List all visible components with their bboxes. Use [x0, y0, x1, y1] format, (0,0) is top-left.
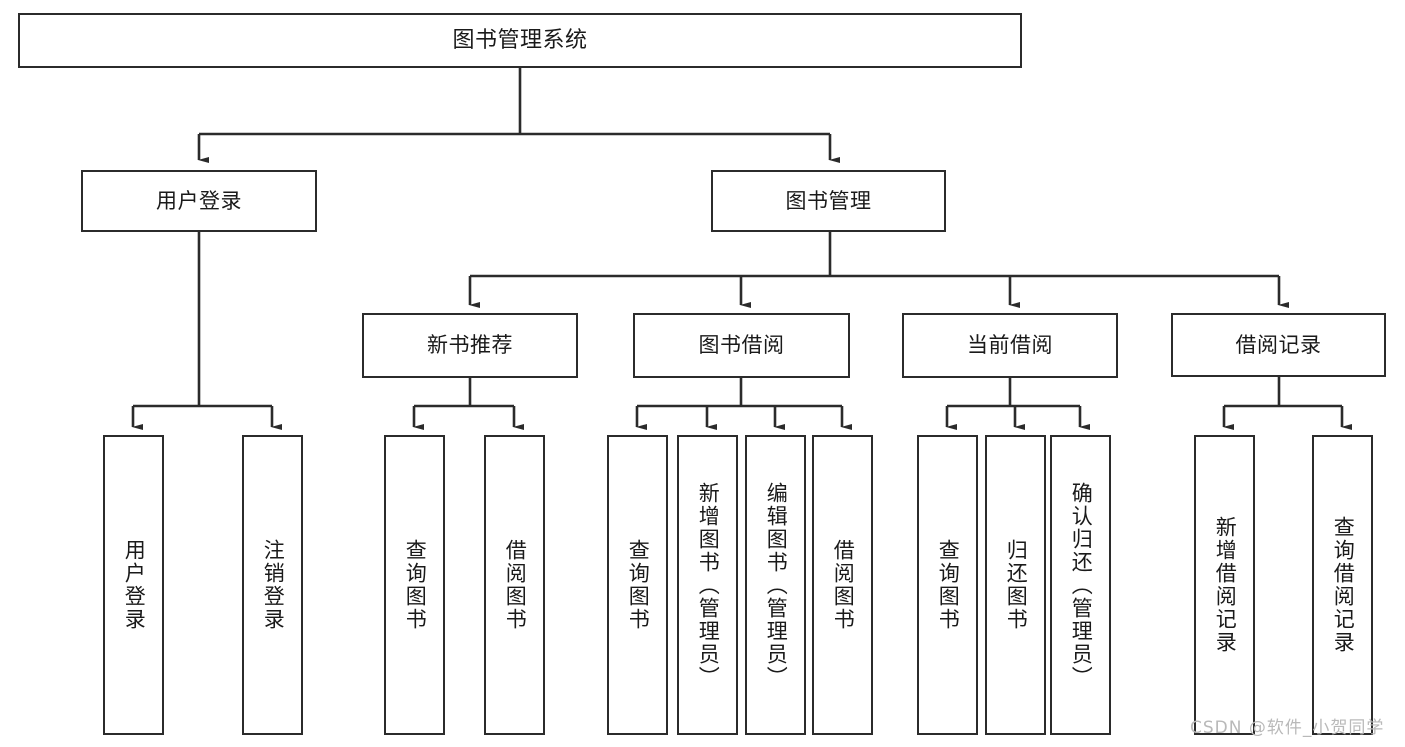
leaf-recommend-borrow-book[interactable]: 借阅图书 — [484, 435, 545, 735]
node-label: 编辑图书（管理员） — [764, 481, 789, 689]
leaf-record-add-borrow-record[interactable]: 新增借阅记录 — [1194, 435, 1255, 735]
node-label: 查询图书 — [936, 539, 961, 631]
leaf-borrow-add-book-admin[interactable]: 新增图书（管理员） — [677, 435, 738, 735]
node-label: 新增借阅记录 — [1213, 516, 1238, 654]
node-label: 图书管理系统 — [452, 27, 588, 53]
node-label: 用户登录 — [156, 188, 242, 213]
node-label: 图书管理 — [785, 188, 872, 213]
node-book-management[interactable]: 图书管理 — [711, 170, 946, 232]
node-label: 查询图书 — [626, 539, 651, 631]
node-label: 新书推荐 — [427, 333, 513, 358]
watermark: CSDN @软件_小贺同学 — [1190, 718, 1385, 738]
node-label: 查询图书 — [403, 539, 428, 631]
leaf-recommend-query-book[interactable]: 查询图书 — [384, 435, 445, 735]
leaf-current-query-book[interactable]: 查询图书 — [917, 435, 978, 735]
node-label: 新增图书（管理员） — [696, 481, 721, 689]
node-label: 查询借阅记录 — [1331, 516, 1356, 654]
node-borrow-record[interactable]: 借阅记录 — [1171, 313, 1386, 377]
leaf-user-login[interactable]: 用户登录 — [103, 435, 164, 735]
node-label: 归还图书 — [1004, 539, 1029, 631]
node-root-system[interactable]: 图书管理系统 — [18, 13, 1022, 68]
node-label: 借阅图书 — [831, 539, 856, 631]
leaf-record-query-borrow-record[interactable]: 查询借阅记录 — [1312, 435, 1373, 735]
node-label: 图书借阅 — [698, 333, 785, 358]
leaf-borrow-query-book[interactable]: 查询图书 — [607, 435, 668, 735]
leaf-borrow-edit-book-admin[interactable]: 编辑图书（管理员） — [745, 435, 806, 735]
node-new-book-recommend[interactable]: 新书推荐 — [362, 313, 578, 378]
node-current-borrow[interactable]: 当前借阅 — [902, 313, 1118, 378]
leaf-user-logout[interactable]: 注销登录 — [242, 435, 303, 735]
node-label: 确认归还（管理员） — [1069, 481, 1094, 689]
node-label: 当前借阅 — [967, 333, 1053, 358]
node-label: 用户登录 — [122, 539, 147, 631]
node-user-login[interactable]: 用户登录 — [81, 170, 317, 232]
leaf-current-return-book[interactable]: 归还图书 — [985, 435, 1046, 735]
leaf-borrow-borrow-book[interactable]: 借阅图书 — [812, 435, 873, 735]
node-label: 借阅图书 — [503, 539, 528, 631]
node-label: 注销登录 — [261, 539, 286, 631]
node-label: 借阅记录 — [1235, 332, 1322, 357]
leaf-current-confirm-return-admin[interactable]: 确认归还（管理员） — [1050, 435, 1111, 735]
node-book-borrow[interactable]: 图书借阅 — [633, 313, 850, 378]
